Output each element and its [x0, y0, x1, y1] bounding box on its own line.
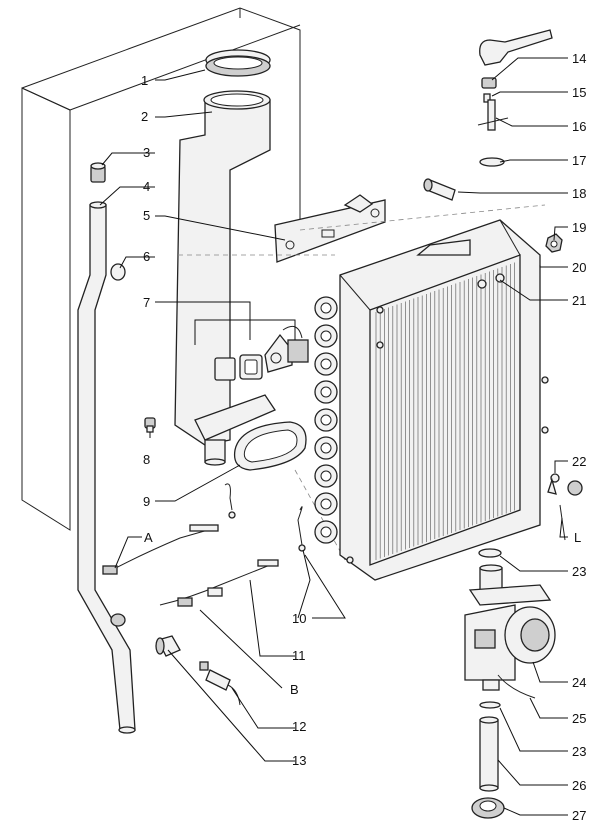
callout-23-bottom: 23 — [572, 744, 587, 759]
washer-23-top — [478, 548, 502, 558]
callout-A: A — [144, 530, 153, 545]
callout-B: B — [290, 682, 299, 697]
callout-26: 26 — [572, 778, 587, 793]
callout-11: 11 — [292, 648, 306, 663]
nut-19 — [545, 233, 563, 253]
sensor-12 — [199, 661, 241, 706]
gasket — [233, 421, 307, 471]
callout-15: 15 — [572, 85, 587, 100]
callout-23-top: 23 — [572, 564, 587, 579]
sight-glass-kit — [214, 325, 309, 381]
bracket — [274, 194, 386, 263]
callout-8: 8 — [143, 452, 151, 467]
callout-27: 27 — [572, 808, 587, 823]
callout-6: 6 — [143, 249, 151, 264]
alignment-lines — [178, 204, 546, 561]
washer-23-bottom — [479, 701, 501, 709]
callout-21: 21 — [572, 293, 587, 308]
callout-12: 12 — [292, 719, 307, 734]
callout-9: 9 — [143, 494, 151, 509]
leader-lines — [99, 57, 568, 816]
callout-18: 18 — [572, 186, 587, 201]
ignition-electrode — [477, 29, 553, 167]
callout-2: 2 — [141, 109, 149, 124]
o-ring-6 — [110, 263, 126, 281]
callout-14: 14 — [572, 51, 587, 66]
callout-4: 4 — [143, 179, 151, 194]
boiler-casing — [21, 7, 301, 531]
callout-10: 10 — [292, 611, 307, 626]
callout-22: 22 — [572, 454, 587, 469]
temperature-sensor — [547, 473, 583, 541]
callout-25: 25 — [572, 711, 587, 726]
pipe — [77, 201, 136, 734]
callout-20: 20 — [572, 260, 587, 275]
water-pipe-coil — [314, 296, 338, 544]
callout-13: 13 — [292, 753, 307, 768]
sensor-rod — [423, 178, 456, 201]
circulation-pump — [464, 564, 556, 691]
callout-16: 16 — [572, 119, 587, 134]
plug-3 — [90, 162, 106, 183]
screw-8 — [144, 417, 156, 433]
air-duct — [174, 90, 276, 466]
callout-L: L — [574, 530, 582, 545]
callout-1: 1 — [141, 73, 149, 88]
fitting-13 — [155, 635, 181, 657]
heat-exchanger — [339, 219, 549, 581]
callout-24: 24 — [572, 675, 587, 690]
pump-cable — [497, 674, 536, 699]
callout-17: 17 — [572, 153, 587, 168]
seal-ring — [205, 49, 271, 77]
nut-27 — [471, 797, 505, 819]
pipe-26 — [479, 716, 499, 792]
sensor-cables — [102, 483, 306, 607]
callout-7: 7 — [143, 295, 151, 310]
callout-19: 19 — [572, 220, 587, 235]
callout-3: 3 — [143, 145, 151, 160]
callout-5: 5 — [143, 208, 151, 223]
